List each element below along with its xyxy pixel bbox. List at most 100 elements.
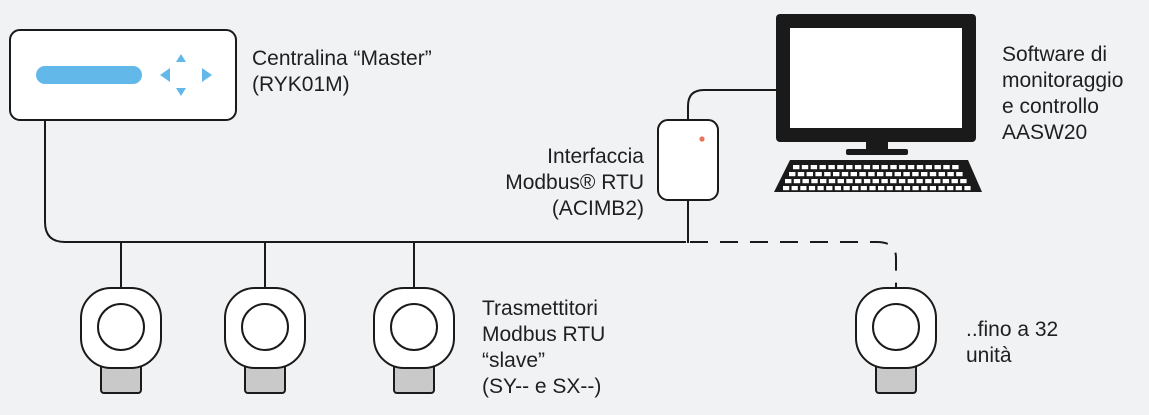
master-display — [36, 66, 142, 84]
keyboard-key — [846, 179, 853, 184]
keyboard-key — [890, 165, 897, 170]
arrow-right-icon — [202, 68, 212, 82]
computer-icon — [774, 14, 982, 192]
master-label: Centralina “Master” (RYK01M) — [252, 46, 432, 98]
keyboard-key — [808, 186, 816, 191]
keyboard-key — [898, 179, 906, 184]
keyboard-key — [797, 172, 805, 177]
limit-label-line1: ..fino a 32 — [966, 318, 1059, 341]
keyboard-key — [789, 172, 796, 177]
keyboard-key — [837, 165, 844, 170]
modbus-interface-device — [657, 119, 719, 201]
transmitter-sensor-window — [390, 303, 438, 351]
keyboard-key — [783, 186, 790, 191]
keyboard-key — [912, 186, 919, 191]
keyboard-key — [852, 186, 859, 191]
transmitter-sensor-window — [97, 303, 145, 351]
direction-keypad-icon — [160, 54, 212, 96]
transmitter-4 — [855, 287, 937, 394]
keyboard-key — [929, 186, 936, 191]
keyboard-key — [868, 172, 875, 177]
keyboard-key — [878, 186, 885, 191]
master-label-line2: (RYK01M) — [252, 73, 350, 96]
transmitters-label: Trasmettitori Modbus RTU “slave” (SY-- e… — [482, 296, 605, 400]
keyboard-key — [938, 186, 945, 191]
limit-label-line2: unità — [966, 344, 1012, 367]
keyboard-key — [881, 165, 888, 170]
arrow-down-icon — [176, 88, 186, 96]
keyboard-key — [815, 172, 822, 177]
keyboard-key — [925, 179, 932, 184]
keyboard-key — [863, 165, 871, 170]
keyboard-key — [846, 165, 853, 170]
keyboard-key — [802, 179, 809, 184]
keyboard-key — [890, 179, 897, 184]
monitor-stand-base — [846, 149, 908, 155]
master-to-bus-line — [44, 120, 686, 243]
keyboard-key — [841, 172, 849, 177]
keyboard-key — [907, 165, 915, 170]
keyboard-key — [833, 172, 840, 177]
keyboard-key — [921, 186, 928, 191]
keyboard-key — [810, 165, 818, 170]
interface-label-line1: Interfaccia — [547, 145, 644, 168]
dashed-extension-line — [690, 241, 897, 288]
software-label-line3: e controllo — [1002, 95, 1099, 118]
keyboard-key — [793, 165, 800, 170]
keyboard-key — [916, 165, 924, 170]
transmitter-sensor-window — [872, 303, 920, 351]
keyboard-key — [903, 186, 911, 191]
keyboard-key — [934, 165, 941, 170]
keyboard-key — [872, 179, 879, 184]
keyboard-key — [895, 186, 902, 191]
keyboard-key — [859, 172, 866, 177]
keyboard-key — [843, 186, 850, 191]
keyboard-key — [955, 186, 962, 191]
keyboard-key — [877, 172, 884, 177]
keyboard-key — [952, 165, 959, 170]
keyboard-key — [947, 172, 954, 177]
keyboard-key — [850, 172, 857, 177]
interface-led — [699, 136, 705, 142]
interface-label-line3: (ACIMB2) — [551, 197, 644, 220]
keyboard-key — [819, 165, 826, 170]
transmitters-label-line1: Trasmettitori — [482, 297, 598, 320]
keyboard-key — [886, 186, 893, 191]
limit-label: ..fino a 32 unità — [966, 317, 1058, 369]
master-label-line1: Centralina “Master” — [252, 47, 432, 70]
interface-to-pc-cable — [687, 89, 776, 120]
keyboard-key — [860, 186, 867, 191]
keyboard-key — [824, 172, 831, 177]
keyboard-key — [881, 179, 888, 184]
keyboard-key — [947, 186, 954, 191]
keyboard-key — [956, 172, 963, 177]
keyboard-key — [925, 165, 932, 170]
keyboard-key — [811, 179, 818, 184]
keyboard-key — [921, 172, 928, 177]
bus-wiring — [44, 89, 897, 288]
keyboard-key — [903, 172, 910, 177]
keyboard-key — [943, 165, 950, 170]
transmitters-group — [80, 287, 937, 394]
keyboard-key — [854, 165, 862, 170]
keyboard-key — [801, 165, 809, 170]
keyboard-key — [785, 179, 792, 184]
keyboard-key — [942, 179, 950, 184]
keyboard-key — [806, 172, 813, 177]
keyboard-key — [960, 179, 967, 184]
keyboard-key — [863, 179, 871, 184]
keyboard-key — [837, 179, 844, 184]
keyboard-key — [820, 179, 827, 184]
keyboard-key — [826, 186, 833, 191]
keyboard-key — [834, 186, 841, 191]
keyboard-key — [872, 165, 879, 170]
software-label-line2: monitoraggio — [1002, 69, 1124, 92]
master-controller — [9, 29, 237, 121]
transmitters-label-line3: “slave” — [482, 349, 546, 372]
keyboard-key — [828, 165, 835, 170]
keyboard-key — [894, 172, 901, 177]
keyboard-key — [899, 165, 906, 170]
interface-label: Interfaccia Modbus® RTU (ACIMB2) — [505, 144, 644, 222]
monitor-stand-neck — [866, 142, 888, 150]
transmitter-3 — [373, 287, 455, 394]
